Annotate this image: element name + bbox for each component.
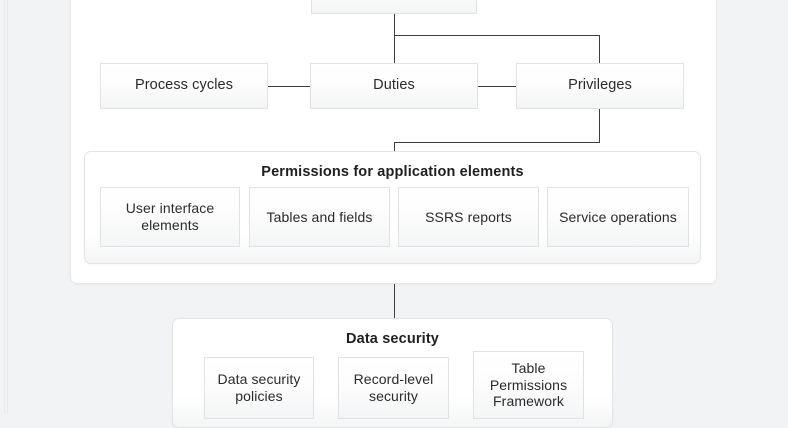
connector-to-data-security — [394, 284, 395, 318]
page-gutter-line-left — [4, 0, 5, 414]
node-duties: Duties — [310, 63, 478, 109]
node-privileges: Privileges — [516, 63, 684, 109]
node-ssrs-reports-label: SSRS reports — [425, 208, 512, 225]
node-data-security-policies-label: Data security policies — [217, 371, 301, 404]
node-service-operations: Service operations — [547, 187, 689, 247]
node-duties-label: Duties — [373, 77, 415, 94]
connector-down-to-permissions-panel — [394, 142, 395, 152]
data-security-panel-title: Data security — [345, 331, 440, 347]
connector-top-to-bar — [394, 14, 395, 35]
node-process-cycles-label: Process cycles — [134, 77, 234, 94]
connector-privileges-to-permissions — [394, 142, 600, 143]
connector-branch-bar — [394, 35, 600, 36]
node-ssrs-reports: SSRS reports — [398, 187, 539, 247]
node-tables-and-fields-label: Tables and fields — [266, 208, 373, 225]
connector-process-cycles-duties — [268, 86, 310, 87]
page-gutter-line-left-2 — [7, 0, 8, 414]
node-table-permissions-framework: Table Permissions Framework — [473, 351, 584, 419]
permissions-panel-title: Permissions for application elements — [261, 164, 524, 180]
connector-bar-to-privileges — [599, 35, 600, 63]
connector-duties-privileges — [478, 86, 516, 87]
node-service-operations-label: Service operations — [559, 208, 677, 225]
node-record-level-security-label: Record-level security — [353, 371, 434, 404]
diagram-canvas: Process cycles Duties Privileges Permiss… — [4, 0, 717, 428]
node-user-interface-elements: User interface elements — [100, 187, 240, 247]
node-user-interface-elements-label: User interface elements — [125, 200, 215, 233]
node-process-cycles: Process cycles — [100, 63, 268, 109]
node-top-cutoff — [311, 0, 477, 14]
connector-privileges-down — [599, 109, 600, 142]
node-privileges-label: Privileges — [568, 77, 632, 94]
node-record-level-security: Record-level security — [338, 357, 449, 419]
connector-bar-to-duties — [394, 35, 395, 63]
node-table-permissions-framework-label: Table Permissions Framework — [489, 359, 568, 410]
node-tables-and-fields: Tables and fields — [249, 187, 390, 247]
node-data-security-policies: Data security policies — [204, 357, 314, 419]
